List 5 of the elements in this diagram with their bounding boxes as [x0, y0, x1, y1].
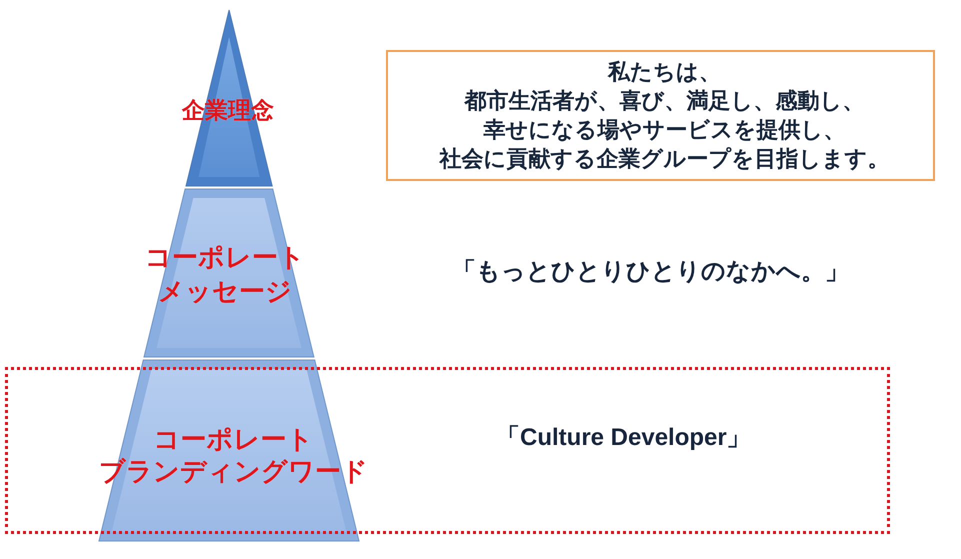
pyramid-middle-segment: [144, 189, 314, 357]
statement-text: 私たちは、都市生活者が、喜び、満足し、感動し、幸せになる場やサービスを提供し、社会に貢献する企業グループを目指します。: [440, 58, 890, 174]
message-text: 「もっとひとりひとりのなかへ。」: [452, 256, 849, 286]
branding-word-text: 「Culture Developer」: [496, 423, 751, 453]
statement-box: [386, 50, 935, 181]
